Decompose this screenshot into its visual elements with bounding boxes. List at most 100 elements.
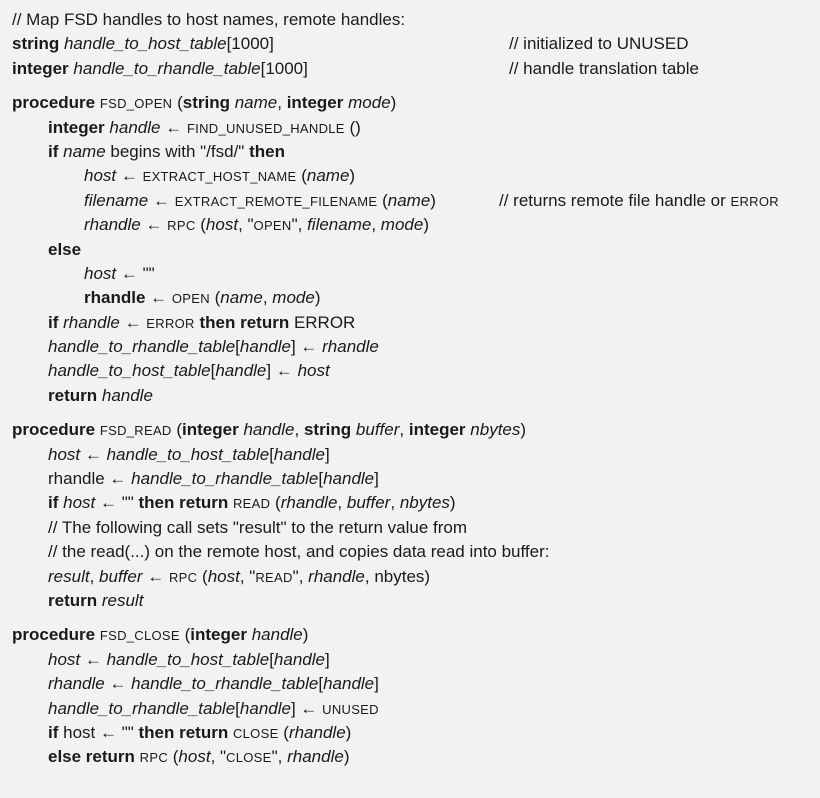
code-token: return	[48, 385, 98, 405]
code-token: )	[449, 493, 456, 513]
code-token: rhandle	[287, 747, 344, 767]
code-token: name	[234, 93, 278, 113]
code-token: filename	[84, 190, 149, 210]
code-token: filename	[307, 215, 372, 235]
code-line: rhandle ← handle_to_rhandle_table[handle…	[12, 467, 820, 491]
code-token: integer	[408, 420, 466, 440]
code-line: integer handle_to_rhandle_table[1000]// …	[12, 57, 820, 81]
code-token: ←	[104, 674, 132, 694]
code-line: host ← ""	[12, 262, 820, 286]
code-token: host ← ""	[58, 722, 139, 742]
code-token: [	[210, 361, 216, 381]
code-token: ,	[89, 566, 100, 586]
code-token: [1000]	[260, 58, 308, 78]
code-token: ]	[324, 444, 330, 464]
code-token: result	[101, 590, 144, 610]
code-token: // the read(...) on the remote host, and…	[48, 542, 550, 562]
code-token: , nbytes)	[364, 566, 431, 586]
code-token: handle	[251, 625, 303, 645]
code-token: , "	[238, 215, 254, 235]
code-token: [	[235, 337, 240, 357]
code-token: then return	[138, 493, 229, 513]
code-token: FIND_UNUSED_HANDLE	[186, 120, 345, 136]
code-token: ]	[374, 674, 379, 694]
code-token: integer	[286, 93, 344, 113]
code-line: rhandle ← OPEN (name, mode)	[12, 286, 820, 310]
code-token: , "	[239, 566, 256, 586]
code-token: handle_to_rhandle_table	[73, 58, 261, 78]
inline-comment: // initialized to UNUSED	[509, 32, 689, 56]
code-token: ,	[294, 420, 304, 440]
code-token: host	[48, 649, 81, 669]
code-line: result, buffer ← RPC (host, "READ", rhan…	[12, 565, 820, 589]
code-token: handle_to_host_table	[106, 444, 270, 464]
code-token: ←	[148, 190, 175, 210]
inline-comment: // handle translation table	[509, 57, 699, 81]
code-line: else return RPC (host, "CLOSE", rhandle)	[12, 745, 820, 769]
code-token: ,	[399, 420, 409, 440]
code-token: begins with "/fsd/"	[105, 141, 250, 161]
code-token: rhandle	[84, 215, 141, 235]
code-token: (	[195, 215, 206, 235]
code-token: ,	[371, 215, 381, 235]
code-token: mode	[272, 288, 315, 308]
code-token: )	[520, 420, 527, 440]
code-token: READ	[232, 496, 271, 512]
code-token: ERROR	[289, 312, 356, 332]
code-token: buffer	[99, 566, 143, 586]
inline-comment-text: // returns remote file handle or	[499, 190, 731, 210]
code-token: handle	[101, 385, 153, 405]
code-token: host	[84, 166, 117, 186]
code-token: CLOSE	[226, 750, 272, 766]
code-token: ,	[262, 288, 273, 308]
code-token: handle_to_rhandle_table	[48, 698, 236, 718]
code-token: integer	[190, 625, 247, 645]
code-token: [1000]	[226, 34, 274, 54]
code-token: (	[179, 625, 191, 645]
code-token: ←	[80, 444, 107, 464]
code-token: ] ←	[266, 361, 298, 381]
code-token: rhandle ←	[48, 469, 132, 489]
code-token: nbytes	[470, 420, 521, 440]
code-token: )	[345, 722, 352, 742]
code-token: (	[171, 420, 183, 440]
code-token: )	[349, 166, 356, 186]
code-token: OPEN	[253, 218, 292, 234]
code-token: rhandle	[63, 312, 120, 332]
inline-comment: // returns remote file handle or ERROR	[499, 189, 779, 214]
code-token: if	[48, 312, 59, 332]
code-token: )	[430, 190, 436, 210]
code-token: name	[63, 141, 106, 161]
code-line: host ← EXTRACT_HOST_NAME (name)	[12, 164, 820, 188]
code-token: host	[178, 747, 211, 767]
code-token: )	[314, 288, 321, 308]
code-line: handle_to_rhandle_table[handle] ← UNUSED	[12, 697, 820, 721]
code-line: if rhandle ← ERROR then return ERROR	[12, 311, 820, 335]
code-token: handle	[243, 420, 295, 440]
code-token: string	[303, 420, 352, 440]
code-line: // Map FSD handles to host names, remote…	[12, 8, 820, 32]
code-token: (	[209, 288, 221, 308]
code-token: handle	[273, 649, 325, 669]
code-line: return handle	[12, 384, 820, 408]
code-line: if host ← "" then return READ (rhandle, …	[12, 491, 820, 515]
code-token: // Map FSD handles to host names, remote…	[12, 10, 406, 29]
code-token: RPC	[168, 569, 198, 585]
code-token: return	[48, 590, 98, 610]
code-token: ,	[337, 493, 347, 513]
code-line: return result	[12, 589, 820, 613]
code-line: // the read(...) on the remote host, and…	[12, 540, 820, 564]
code-token: , "	[210, 747, 227, 767]
code-token: UNUSED	[322, 701, 379, 717]
code-token: host	[207, 566, 240, 586]
code-token: ()	[344, 117, 361, 137]
code-token: ",	[271, 747, 288, 767]
inline-comment-text: // handle translation table	[509, 58, 699, 78]
code-line: string handle_to_host_table[1000]// init…	[12, 32, 820, 56]
code-token: string	[12, 34, 60, 54]
code-token: rhandle	[48, 674, 105, 694]
code-token: [	[269, 649, 274, 669]
code-token: [	[269, 444, 274, 464]
code-token: procedure	[12, 625, 96, 645]
code-token: nbytes	[399, 493, 450, 513]
